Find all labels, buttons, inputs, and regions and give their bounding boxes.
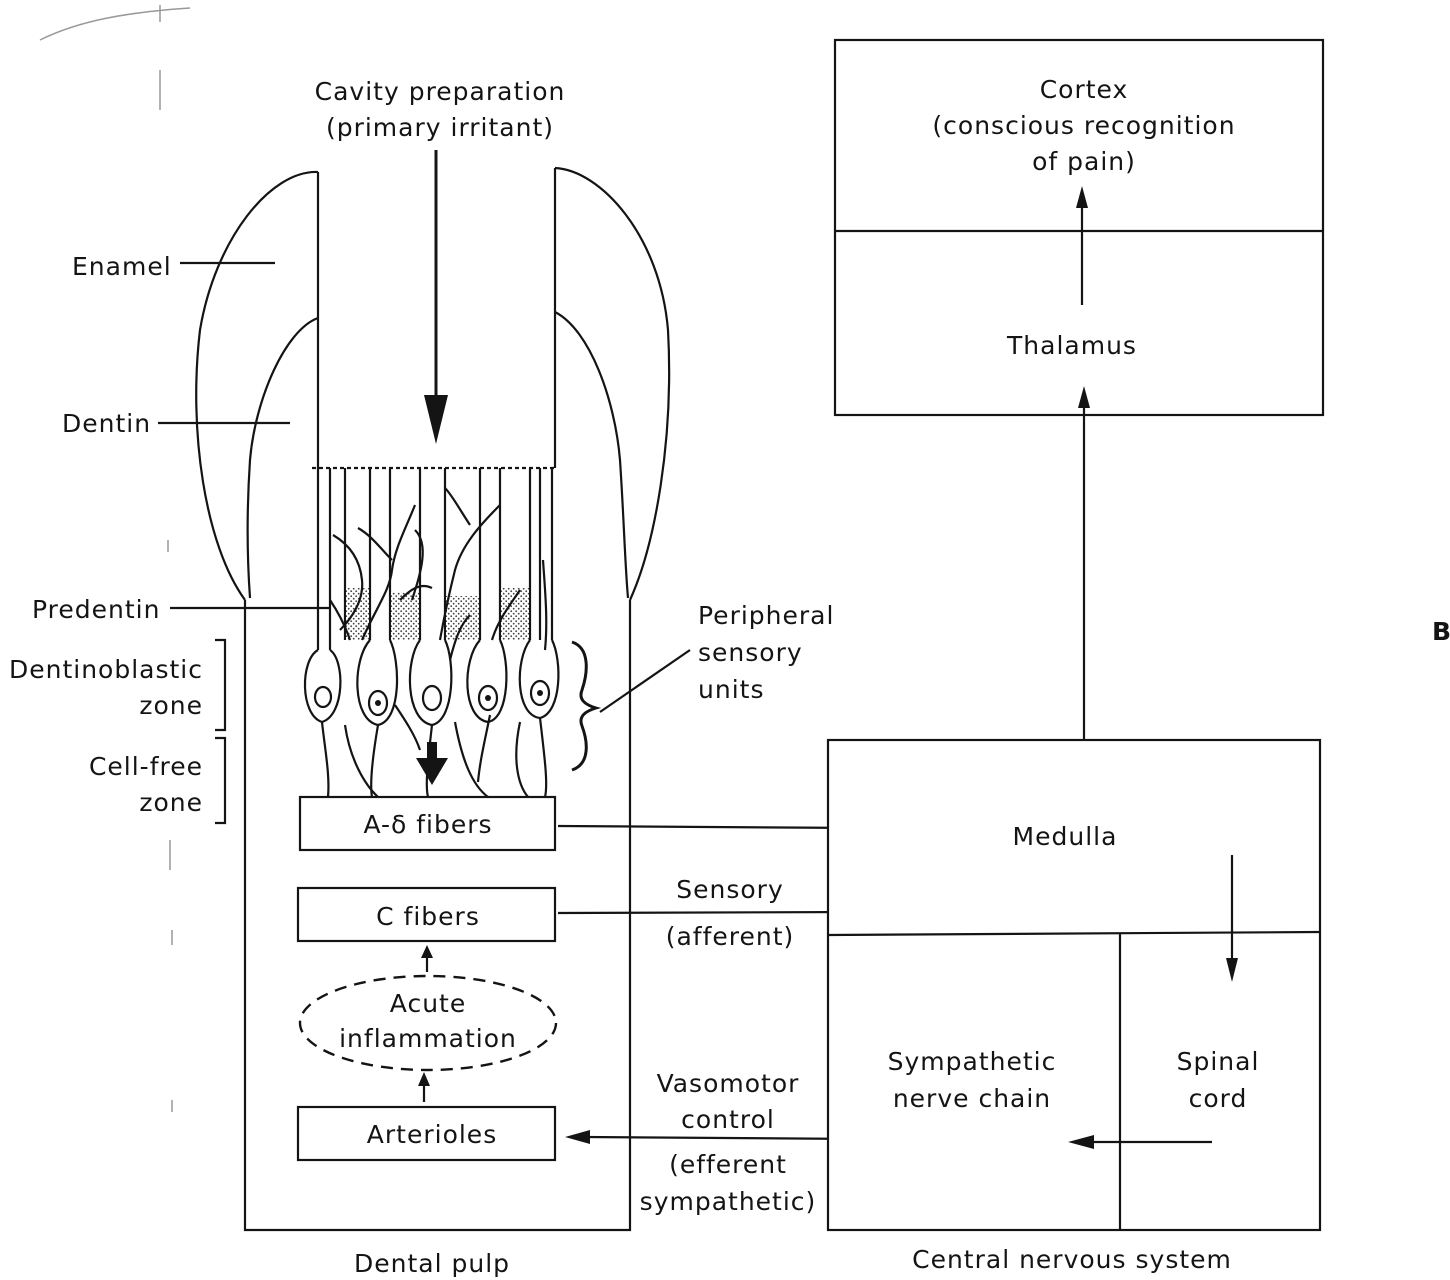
thalamus-to-cortex-arrowhead — [1076, 186, 1088, 208]
acute-inflammation-oval — [298, 974, 558, 1072]
medulla-cns-box — [826, 738, 1322, 1232]
dentinal-tubules — [312, 466, 556, 650]
medulla-to-thalamus-arrowhead — [1078, 386, 1090, 408]
peripheral-label-line1: Peripheral — [698, 601, 834, 630]
dentin-label: Dentin — [62, 409, 151, 438]
predentin-label: Predentin — [32, 595, 160, 624]
enamel-label: Enamel — [72, 252, 172, 281]
vasomotor-label: Vasomotor — [657, 1069, 800, 1098]
sympathetic-to-arterioles-arrow — [584, 1135, 863, 1141]
dentinoblastic-label-line2: zone — [139, 691, 203, 720]
c-fibers-to-medulla-arrow — [557, 910, 863, 915]
a-delta-fibers-label: A-δ fibers — [363, 810, 492, 839]
peripheral-label-line3: units — [698, 675, 764, 704]
medulla-label: Medulla — [1013, 822, 1118, 851]
afferent-label: (afferent) — [666, 922, 795, 951]
cellfree-zone-bracket — [215, 736, 227, 825]
spinal-to-sympathetic-arrowhead — [1068, 1135, 1094, 1149]
enamel-right-outline — [554, 166, 671, 601]
conscious-recognition-label: (conscious recognition — [932, 111, 1235, 140]
enamel-left-outline — [195, 170, 319, 601]
sensory-label: Sensory — [676, 875, 784, 904]
cns-label: Central nervous system — [912, 1245, 1232, 1274]
panel-letter: B — [1432, 617, 1450, 646]
of-pain-label: of pain) — [1032, 147, 1136, 176]
spinal-label: Spinal — [1177, 1047, 1260, 1076]
inflammation-label: inflammation — [339, 1024, 517, 1053]
arterioles-box — [296, 1105, 557, 1162]
scan-artifacts — [39, 5, 191, 1112]
irritant-arrowhead — [424, 395, 448, 444]
a-delta-to-medulla-arrow — [557, 824, 863, 830]
peripheral-units-leader — [599, 649, 691, 713]
inflammation-to-c-fibers-arrowhead — [421, 945, 433, 958]
dentin-right-outline — [554, 311, 630, 599]
sympathetic-paren-label: sympathetic) — [640, 1187, 817, 1216]
arterioles-label: Arterioles — [367, 1120, 497, 1149]
sympathetic-label: Sympathetic — [888, 1047, 1057, 1076]
medulla-divider — [827, 930, 1321, 937]
peripheral-label-line2: sensory — [698, 638, 803, 667]
dentinoblastic-label-line1: Dentinoblastic — [9, 655, 203, 684]
a-delta-fibers-box — [298, 795, 557, 852]
cavity-preparation-label: Cavity preparation — [315, 77, 566, 106]
nerve-fibers — [329, 487, 548, 783]
dentinoblastic-zone-bracket — [215, 638, 227, 732]
dentinoblast-cells — [303, 639, 560, 798]
dentin-left-outline — [246, 316, 319, 599]
medulla-to-spinal-cord-arrowhead — [1226, 958, 1238, 982]
cortex-thalamus-box — [833, 38, 1325, 417]
cellfree-label-line2: zone — [139, 788, 203, 817]
arterioles-to-inflammation-arrowhead — [418, 1072, 430, 1086]
cortex-label: Cortex — [1040, 75, 1129, 104]
peripheral-units-brace — [571, 640, 602, 772]
control-label: control — [681, 1105, 775, 1134]
pulp-chamber-outline — [243, 600, 632, 1232]
acute-label: Acute — [390, 989, 466, 1018]
thalamus-label: Thalamus — [1006, 331, 1137, 360]
cellfree-label-line1: Cell-free — [89, 752, 203, 781]
sympathetic-to-arterioles-arrowhead — [565, 1130, 590, 1144]
dental-pulp-label: Dental pulp — [354, 1249, 510, 1278]
nerve-chain-label: nerve chain — [893, 1084, 1051, 1113]
stimulus-arrow-shaft — [427, 742, 437, 760]
tooth-illustration — [195, 150, 691, 1232]
c-fibers-box — [296, 886, 557, 943]
efferent-label: (efferent — [669, 1150, 787, 1179]
cord-label: cord — [1189, 1084, 1248, 1113]
stimulus-arrowhead — [416, 758, 448, 785]
primary-irritant-label: (primary irritant) — [326, 113, 554, 142]
c-fibers-label: C fibers — [376, 902, 480, 931]
